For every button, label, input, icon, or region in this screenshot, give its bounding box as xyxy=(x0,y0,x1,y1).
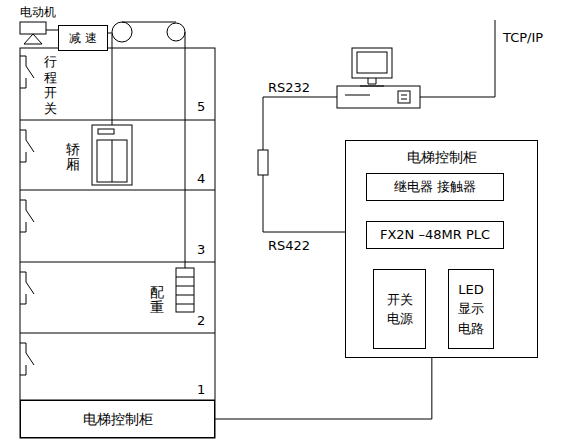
car xyxy=(92,125,132,185)
hoist-rope xyxy=(112,22,185,268)
relay-box: 继电器 接触器 xyxy=(366,173,504,201)
floor-number: 4 xyxy=(197,171,205,187)
car-label: 轿厢 xyxy=(62,137,84,177)
counterweight xyxy=(176,268,194,312)
plc-box: FX2N –48MR PLC xyxy=(366,221,504,249)
door-split xyxy=(112,140,113,182)
power-supply-box: 开关 电源 xyxy=(373,269,426,349)
network-label: TCP/IP xyxy=(503,30,543,46)
cable-connector xyxy=(215,358,432,419)
floor-number: 1 xyxy=(197,382,205,398)
interface-label: RS232 xyxy=(268,80,310,96)
guide-pulley xyxy=(167,23,185,41)
interface-label: RS422 xyxy=(268,238,310,254)
floor-number: 3 xyxy=(197,242,205,258)
motor xyxy=(20,22,46,34)
led-display-box: LED 显示 电路 xyxy=(448,269,494,349)
node-text: 电梯控制柜 xyxy=(407,147,477,168)
monitor-stand xyxy=(360,78,384,86)
motor-label: 电动机 xyxy=(20,5,56,19)
control-cabinet-box: 电梯控制柜 xyxy=(20,400,215,438)
traction-sheave xyxy=(112,22,132,42)
reducer-box: 减 速 xyxy=(58,25,108,51)
elevator-shaft xyxy=(20,48,215,438)
node-text: 轿厢 xyxy=(66,142,80,173)
rs232-rs422-converter xyxy=(258,150,268,175)
drive-bay xyxy=(398,91,410,103)
switch-symbol xyxy=(20,343,34,375)
floor-number: 5 xyxy=(197,99,205,115)
switch-symbol xyxy=(20,272,34,304)
node-text: 电梯控制柜 xyxy=(83,409,153,430)
node-text: 开关 电源 xyxy=(378,290,421,329)
case-details xyxy=(345,95,407,99)
monitor xyxy=(352,48,392,78)
floor-lines xyxy=(20,120,215,400)
computer-case xyxy=(337,86,420,108)
floor-number: 2 xyxy=(197,313,205,329)
node-text: LED 显示 电路 xyxy=(453,280,489,339)
switch-symbol xyxy=(20,130,34,162)
screen xyxy=(357,52,387,73)
reducer-shaft xyxy=(108,33,112,34)
motor-base xyxy=(24,34,42,44)
node-text: FX2N –48MR PLC xyxy=(380,225,490,245)
node-text: 配重 xyxy=(150,285,164,316)
car-doors xyxy=(97,140,127,182)
node-text: 继电器 接触器 xyxy=(394,177,476,197)
switch-label: 行程开关 xyxy=(44,54,57,116)
travel-switches xyxy=(20,56,34,375)
node-text: 减 速 xyxy=(69,29,97,47)
switch-symbol xyxy=(20,56,34,88)
network-wire xyxy=(420,20,495,97)
motor-shaft xyxy=(46,30,58,31)
car-indicator xyxy=(98,129,114,134)
switch-symbol xyxy=(20,200,34,232)
control-cabinet-box: 电梯控制柜继电器 接触器 FX2N –48MR PLC 开关 电源 LED 显示 电路 xyxy=(345,140,538,358)
counterweight-label: 配重 xyxy=(146,280,168,320)
counterweight-blocks xyxy=(176,277,194,304)
